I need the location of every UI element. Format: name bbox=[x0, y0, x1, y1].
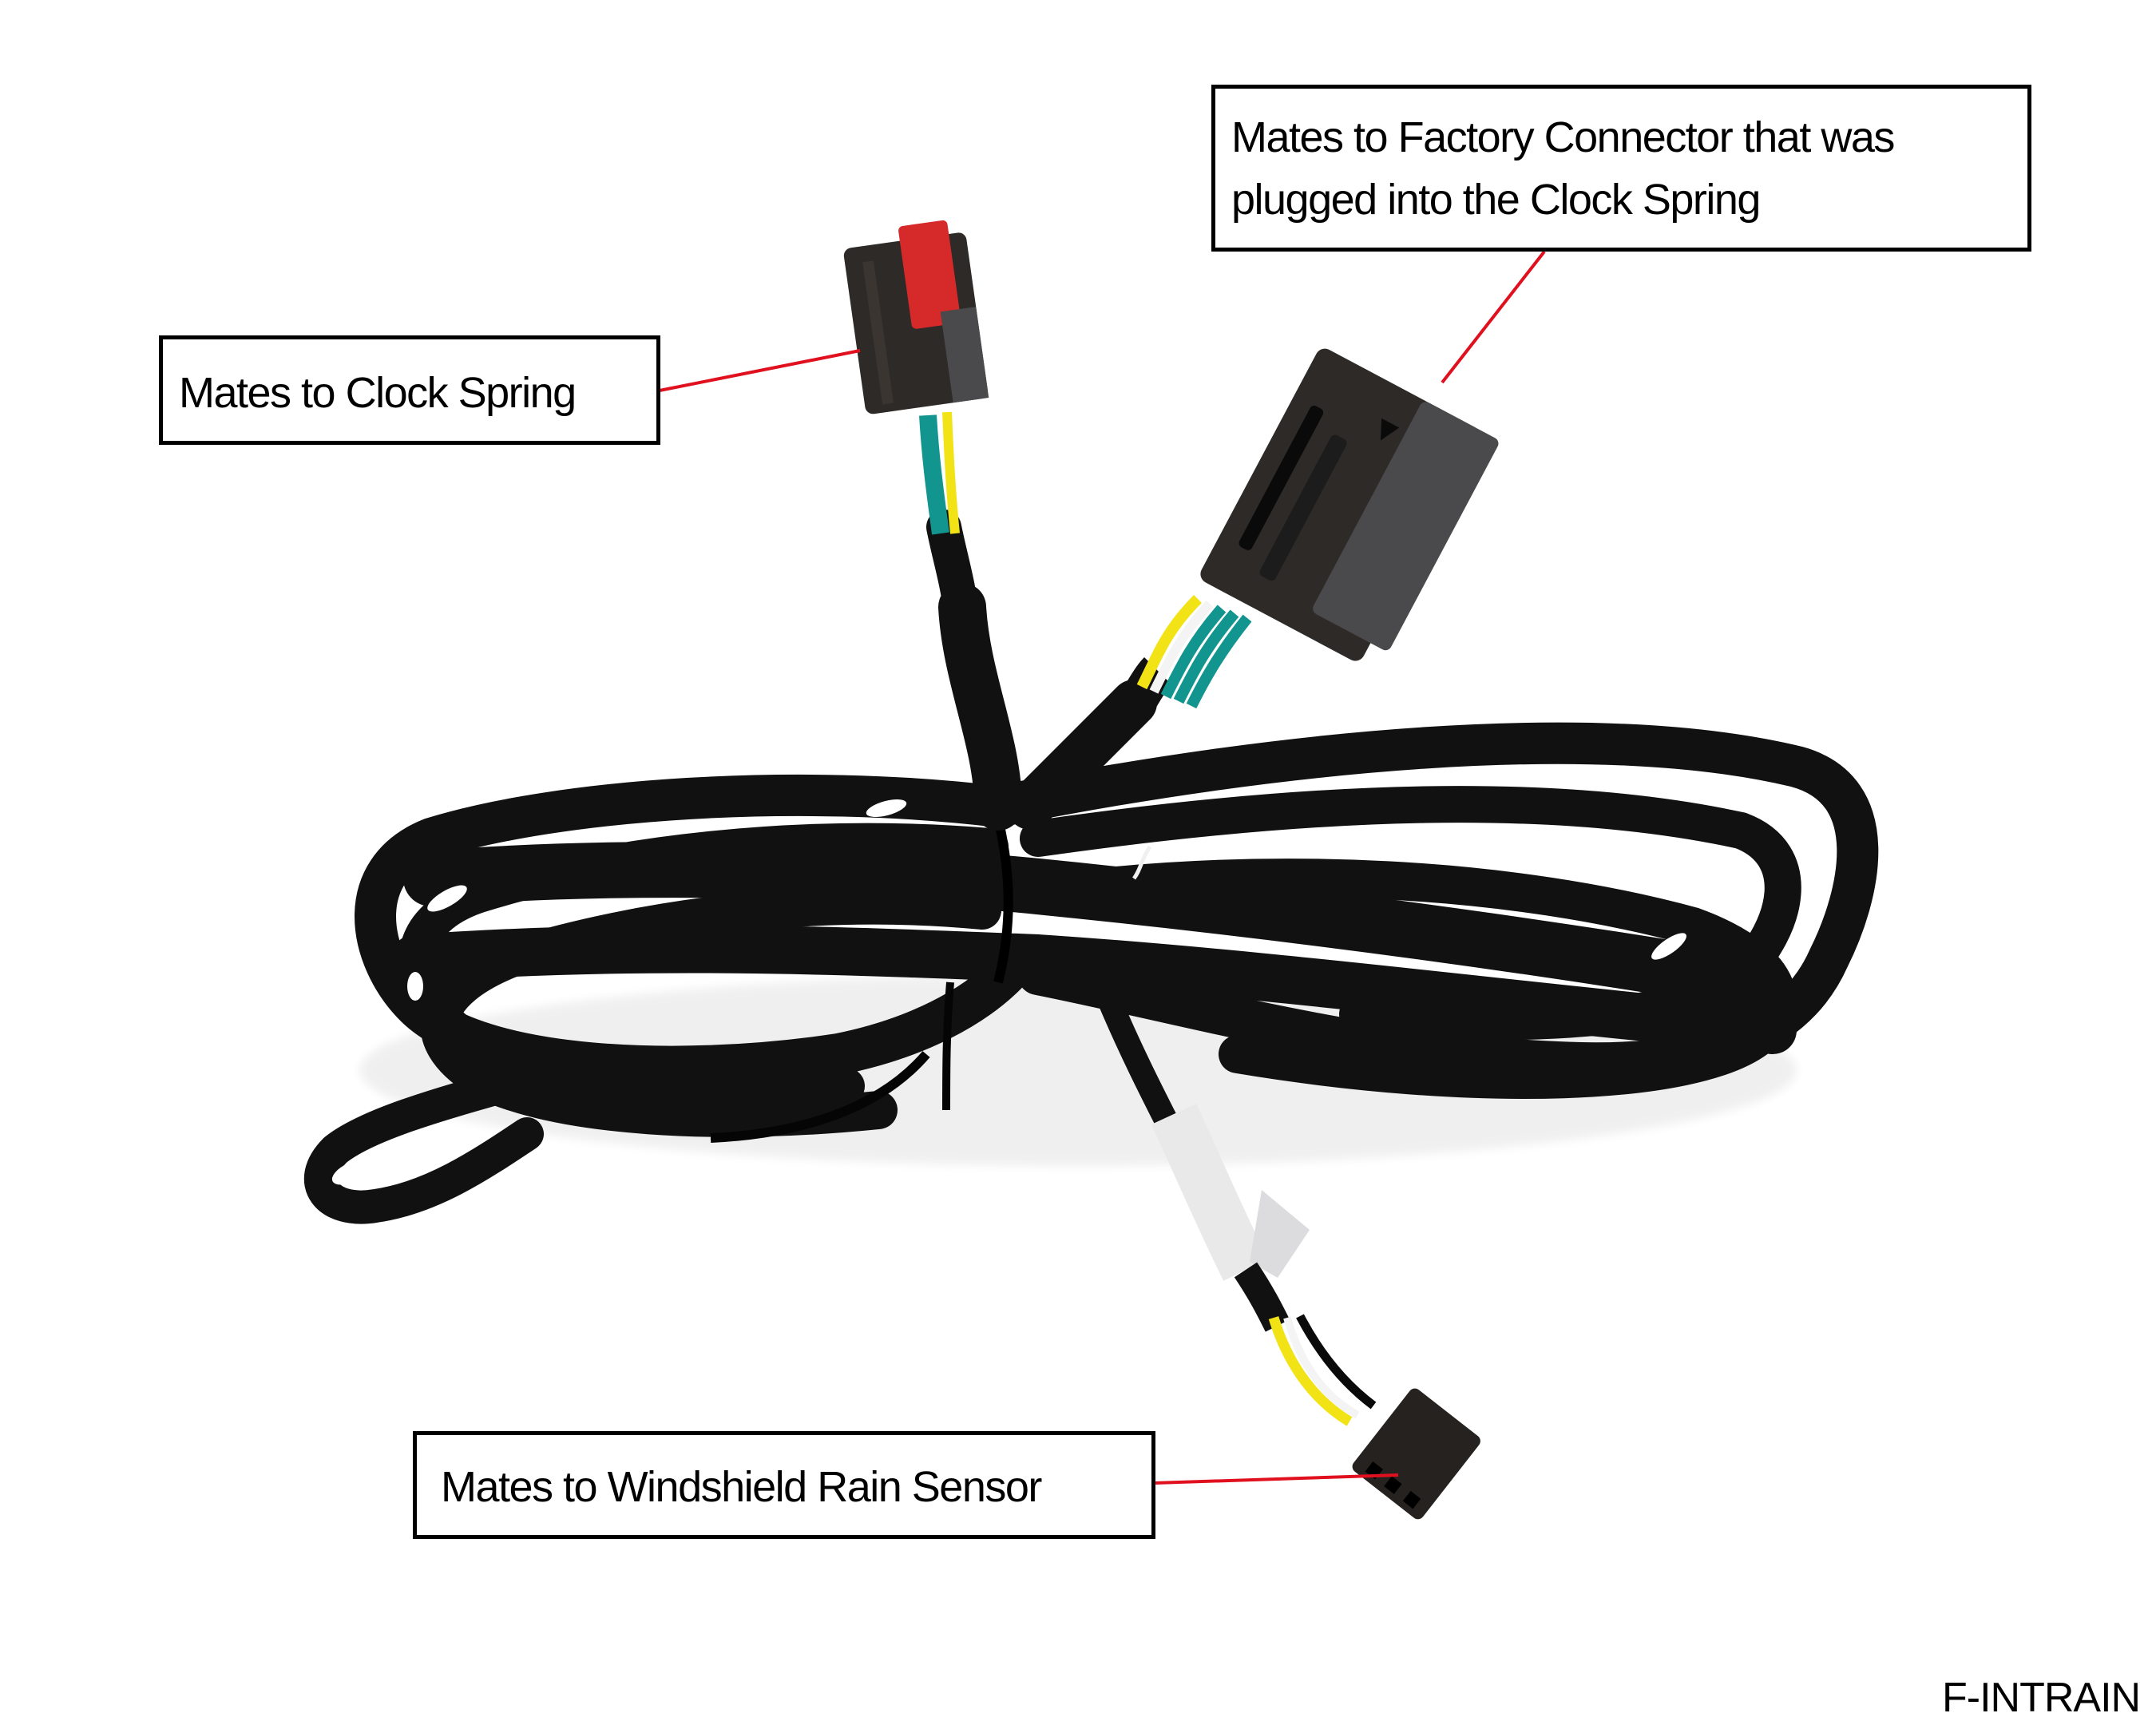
black-lead bbox=[710, 1051, 930, 1143]
callout-clock-spring-text: Mates to Clock Spring bbox=[179, 369, 577, 417]
callout-factory-connector-line-1: Mates to Factory Connector that was bbox=[1231, 113, 1895, 161]
callout-rain-sensor-text: Mates to Windshield Rain Sensor bbox=[441, 1463, 1042, 1511]
factory-connector-branch bbox=[1007, 595, 1252, 830]
coiled-harness-bundle bbox=[303, 722, 1879, 1224]
clock-spring-branch bbox=[919, 411, 1022, 831]
label-sticker bbox=[1151, 1104, 1268, 1281]
coil-gaps bbox=[331, 799, 1686, 1185]
callout-factory-connector-line-2: plugged into the Clock Spring bbox=[1231, 176, 1761, 224]
leader-line-rain-sensor bbox=[1154, 1473, 1399, 1485]
label-sticker-flap bbox=[1250, 1190, 1310, 1278]
clock-spring-connector bbox=[843, 220, 989, 414]
leader-line-clock-spring bbox=[659, 349, 861, 392]
callout-factory-connector: Mates to Factory Connector that was plug… bbox=[1211, 85, 2031, 252]
zip-tie-tail bbox=[942, 981, 954, 1111]
brand-label: F-INTRAIN bbox=[1942, 1675, 2141, 1721]
factory-connector bbox=[1200, 348, 1499, 661]
callout-clock-spring: Mates to Clock Spring bbox=[159, 335, 660, 445]
rain-sensor-connector bbox=[1352, 1388, 1480, 1520]
rain-sensor-branch bbox=[1090, 970, 1377, 1426]
fleck bbox=[1132, 845, 1152, 880]
callout-rain-sensor: Mates to Windshield Rain Sensor bbox=[413, 1431, 1155, 1539]
leader-line-factory-connector bbox=[1441, 250, 1546, 384]
